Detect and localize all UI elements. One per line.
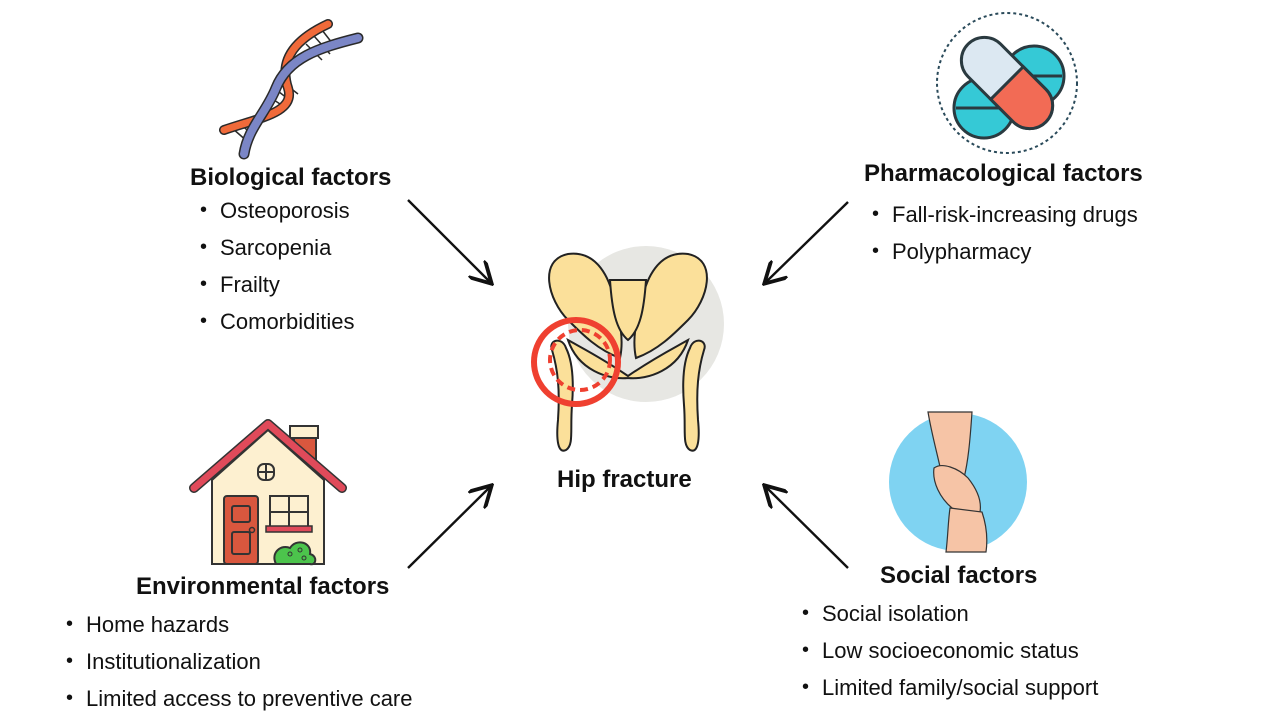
house-icon <box>189 419 347 566</box>
list-item: Sarcopenia <box>200 229 355 266</box>
list-item: Fall-risk-increasing drugs <box>872 196 1138 233</box>
arrow-environmental <box>407 487 490 569</box>
dna-icon <box>219 19 364 160</box>
list-item: Limited family/social support <box>802 669 1098 706</box>
list-item: Institutionalization <box>66 643 413 680</box>
list-item: Comorbidities <box>200 303 355 340</box>
environmental-title: Environmental factors <box>136 573 390 600</box>
arrow-pharmacological <box>766 201 849 282</box>
helping-hands-icon <box>889 411 1027 553</box>
hip-fracture-icon <box>531 246 724 452</box>
biological-title: Biological factors <box>190 164 392 191</box>
arrow-social <box>766 487 849 569</box>
list-item: Limited access to preventive care <box>66 680 413 717</box>
list-item: Home hazards <box>66 606 413 643</box>
pills-icon <box>936 12 1078 154</box>
social-title: Social factors <box>880 562 1038 589</box>
list-item: Low socioeconomic status <box>802 632 1098 669</box>
pharmacological-title: Pharmacological factors <box>864 160 1143 187</box>
list-item: Polypharmacy <box>872 233 1138 270</box>
list-item: Frailty <box>200 266 355 303</box>
pharmacological-list: Fall-risk-increasing drugs Polypharmacy <box>872 196 1138 270</box>
center-label: Hip fracture <box>557 466 692 493</box>
social-list: Social isolation Low socioeconomic statu… <box>802 595 1098 706</box>
arrow-biological <box>407 199 490 282</box>
biological-list: Osteoporosis Sarcopenia Frailty Comorbid… <box>200 192 355 340</box>
list-item: Osteoporosis <box>200 192 355 229</box>
list-item: Social isolation <box>802 595 1098 632</box>
environmental-list: Home hazards Institutionalization Limite… <box>66 606 413 717</box>
